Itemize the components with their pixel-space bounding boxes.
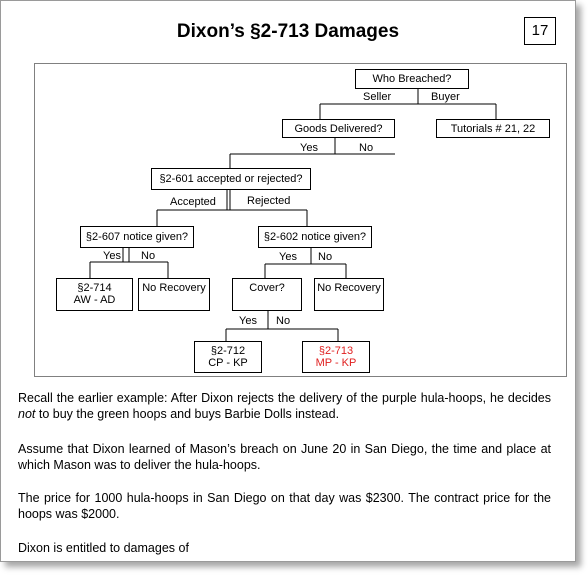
decision-tree-diagram: Who Breached? Seller Buyer Goods Deliver… — [34, 63, 567, 377]
seller-label: Seller — [363, 91, 392, 103]
notice-602-node: §2-602 notice given? — [258, 226, 372, 248]
paragraph-entitled: Dixon is entitled to damages of — [18, 541, 189, 555]
page-number-badge: 17 — [524, 17, 556, 45]
s2714-title: §2-714 — [77, 282, 112, 294]
p1-text-after: to buy the green hoops and buys Barbie D… — [35, 407, 340, 421]
notice602-no-label: No — [318, 251, 333, 263]
slide-title: Dixon’s §2-713 Damages — [176, 21, 400, 42]
s2713-title: §2-713 — [318, 345, 354, 357]
goods-no-label: No — [359, 142, 374, 154]
goods-delivered-node: Goods Delivered? — [282, 119, 395, 138]
tutorials-node: Tutorials # 21, 22 — [436, 119, 550, 138]
s2712-node: §2-712 CP - KP — [194, 341, 262, 373]
goods-yes-label: Yes — [300, 142, 318, 154]
paragraph-price: The price for 1000 hula-hoops in San Die… — [18, 491, 551, 521]
s2713-node: §2-713 MP - KP — [302, 341, 370, 373]
s2712-formula: CP - KP — [208, 357, 248, 369]
s2714-formula: AW - AD — [73, 294, 116, 306]
notice607-yes-label: Yes — [103, 250, 121, 262]
notice607-no-label: No — [141, 250, 156, 262]
cover-node: Cover? — [232, 278, 302, 311]
no-recovery-602-node: No Recovery — [314, 278, 384, 311]
buyer-label: Buyer — [431, 91, 460, 103]
slide: Dixon’s §2-713 Damages 17 — [0, 0, 576, 562]
p1-text-before: Recall the earlier example: After Dixon … — [18, 391, 551, 405]
accepted-or-rejected-node: §2-601 accepted or rejected? — [151, 168, 311, 190]
notice602-yes-label: Yes — [279, 251, 297, 263]
tree-connectors — [89, 89, 497, 341]
cover-yes-label: Yes — [239, 315, 257, 327]
rejected-label: Rejected — [247, 195, 291, 207]
paragraph-assume: Assume that Dixon learned of Mason’s bre… — [18, 442, 551, 472]
notice-607-node: §2-607 notice given? — [80, 226, 194, 248]
no-recovery-607-node: No Recovery — [138, 278, 210, 311]
who-breached-node: Who Breached? — [355, 69, 469, 89]
s2712-title: §2-712 — [210, 345, 246, 357]
cover-no-label: No — [276, 315, 291, 327]
accepted-label: Accepted — [170, 196, 216, 208]
p1-emphasis: not — [18, 407, 36, 421]
s2713-formula: MP - KP — [315, 357, 357, 369]
s2714-node: §2-714 AW - AD — [56, 278, 133, 311]
paragraph-recall: Recall the earlier example: After Dixon … — [18, 390, 551, 422]
